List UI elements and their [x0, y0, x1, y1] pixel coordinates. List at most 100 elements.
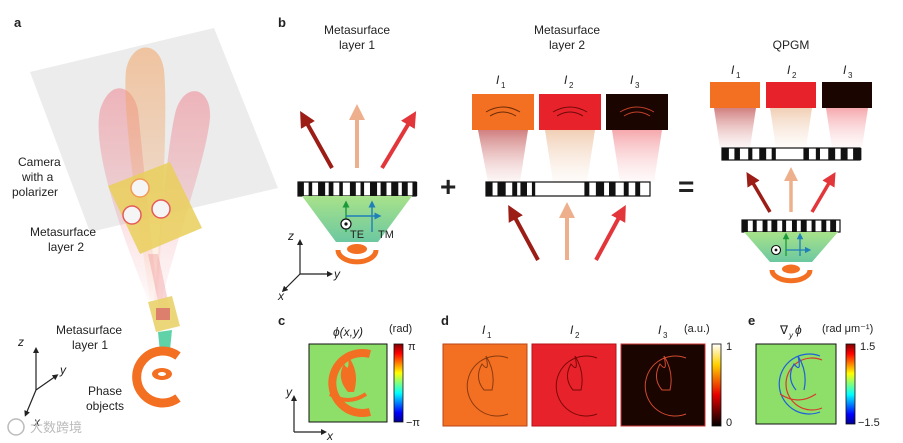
svg-text:x: x: [33, 415, 41, 429]
arrow-icon: [594, 204, 626, 261]
barcode-stripe: [840, 148, 848, 160]
image-i2-pattern: [552, 106, 588, 117]
svg-text:layer 1: layer 1: [339, 38, 375, 52]
svg-text:Phase: Phase: [88, 384, 122, 398]
phase-object-icon: [132, 346, 181, 408]
axes-c: y x: [285, 385, 334, 443]
barcode-stripe: [531, 182, 536, 196]
barcode-stripe: [748, 148, 753, 160]
qpgm-intensity-label-2: I 2: [787, 63, 797, 80]
axes-b: z y x: [277, 229, 341, 303]
image-i3-pattern: [619, 106, 655, 117]
phase-map-title: ϕ(x,y): [333, 325, 363, 339]
barcode-stripe: [298, 182, 304, 196]
barcode-stripe: [349, 182, 356, 196]
equals-sign: =: [678, 171, 694, 202]
barcode-stripe: [734, 148, 740, 160]
svg-text:x: x: [277, 289, 285, 303]
svg-text:3: 3: [663, 331, 668, 340]
gradient-colorbar: [845, 343, 856, 425]
svg-text:polarizer: polarizer: [12, 185, 58, 199]
barcode-stripe: [791, 220, 797, 232]
barcode-stripe: [771, 220, 778, 232]
svg-text:3: 3: [848, 71, 853, 80]
d-unit: (a.u.): [684, 323, 710, 335]
gradient-scale-min: −1.5: [858, 417, 880, 429]
phase-object-icon: [769, 264, 813, 284]
qpgm-beam-i3: [826, 108, 868, 148]
barcode-stripe: [497, 182, 506, 196]
qpgm-beam-i2: [770, 108, 812, 148]
svg-text:2: 2: [792, 71, 797, 80]
intensity-scale-max: 1: [726, 341, 732, 353]
svg-text:大数跨境: 大数跨境: [30, 421, 82, 436]
svg-text:3: 3: [635, 81, 640, 90]
qpgm-intensity-label-1: I 1: [731, 63, 741, 80]
svg-text:2: 2: [575, 331, 580, 340]
gradient-map: [755, 343, 837, 425]
barcode-stripes-1: [298, 182, 418, 196]
intensity-image-3: [620, 343, 706, 427]
layer1-chip: [156, 308, 170, 320]
barcode-stripe: [609, 182, 616, 196]
panel-e: e ∇ y ϕ (rad μm⁻¹) 1.5 −1.5: [748, 313, 880, 429]
svg-text:y: y: [285, 385, 293, 399]
layer2-spot-3: [151, 199, 171, 219]
camera-label: Camera with a polarizer: [12, 155, 61, 199]
layer2-spot-1: [130, 178, 150, 198]
panel-d: d I 1 I 2 I 3 (a.u.) 1 0: [441, 313, 732, 429]
qpgm-beam-i1: [714, 108, 756, 148]
phase-object-icon: [644, 355, 687, 417]
layer1-subpanel: Metasurface layer 1 TE TM: [277, 23, 418, 303]
svg-text:objects: objects: [86, 399, 124, 413]
svg-text:y: y: [333, 267, 341, 281]
arrow-icon: [746, 171, 772, 213]
barcode-stripe: [762, 220, 768, 232]
intensity-label-3: I 3: [630, 73, 640, 90]
svg-text:1: 1: [487, 331, 492, 340]
svg-text:layer 2: layer 2: [48, 240, 84, 254]
panel-c: c ϕ(x,y) (rad) π −π y x: [278, 313, 420, 443]
phase-colorbar: [393, 343, 404, 423]
svg-text:1: 1: [501, 81, 506, 90]
phase-object-icon: [466, 355, 509, 417]
barcode-stripes-3: [722, 148, 862, 160]
layer2-subpanel: Metasurface layer 2 I 1 I 2 I 3: [472, 23, 668, 261]
barcode-stripes-4: [742, 220, 837, 232]
svg-text:I: I: [496, 73, 500, 87]
panel-b-letter: b: [278, 15, 286, 30]
green-cone-b1: [302, 196, 412, 242]
barcode-stripe: [520, 182, 527, 196]
barcode-stripe: [635, 182, 641, 196]
gradient-unit: (rad μm⁻¹): [822, 323, 873, 335]
phase-objects-label: Phase objects: [86, 384, 124, 413]
panel-c-letter: c: [278, 313, 285, 328]
barcode-stripe: [752, 220, 757, 232]
barcode-stripe: [391, 182, 399, 196]
layer2-spot-2: [122, 205, 142, 225]
barcode-stripe: [595, 182, 605, 196]
qpgm-intensity-label-3: I 3: [843, 63, 853, 80]
svg-text:I: I: [843, 63, 847, 77]
plus-sign: +: [440, 171, 456, 202]
phase-unit: (rad): [389, 323, 412, 335]
d-label-2: I 2: [570, 323, 580, 340]
svg-text:layer 1: layer 1: [72, 338, 108, 352]
svg-text:Metasurface: Metasurface: [56, 323, 122, 337]
panel-e-letter: e: [748, 313, 755, 328]
watermark: 大数跨境: [7, 418, 82, 436]
polarization-icon: [340, 200, 382, 232]
barcode-stripe: [512, 182, 518, 196]
barcode-stripe: [318, 182, 326, 196]
svg-text:I: I: [564, 73, 568, 87]
qpgm-image-i3: [822, 82, 872, 108]
barcode-stripe: [828, 148, 836, 160]
svg-text:with a: with a: [21, 170, 54, 184]
green-cone-a: [158, 330, 172, 352]
arrow-icon: [810, 171, 836, 213]
qpgm-image-i1: [710, 82, 760, 108]
phase-scale-min: −π: [406, 417, 420, 429]
barcode-stripe: [584, 182, 590, 196]
intensity-scale-min: 0: [726, 417, 732, 429]
